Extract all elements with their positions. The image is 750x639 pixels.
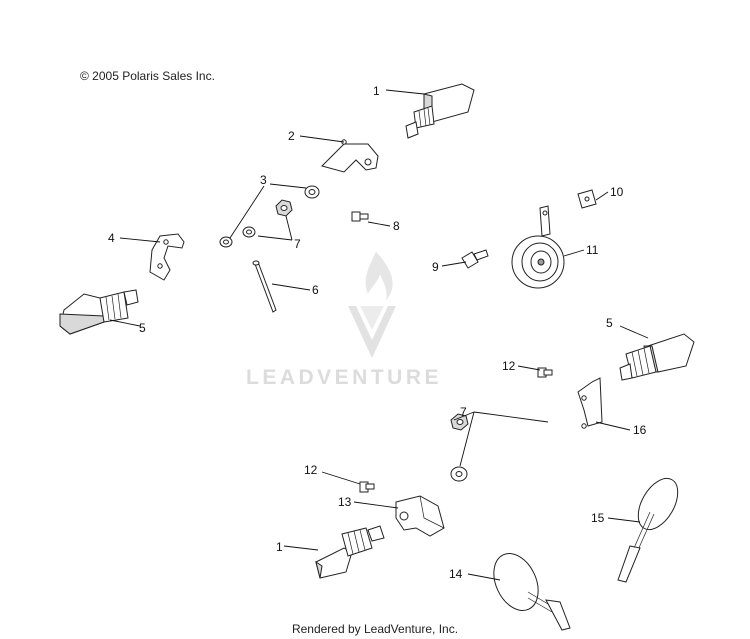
- callout-1-bottom: 1: [276, 540, 283, 554]
- bracket-2: [321, 139, 379, 173]
- turn-signal-lamp-bottom: [315, 525, 385, 579]
- turn-signal-lamp-left: [59, 289, 139, 335]
- callout-labels: 1 2 3 4 5 6 7 8 9 10 11 5 12 7 16 12 13 …: [108, 84, 647, 581]
- washer-3: [219, 185, 320, 248]
- nut-7-upper: [242, 199, 293, 238]
- callout-6: 6: [312, 283, 319, 297]
- callout-3: 3: [260, 173, 267, 187]
- footer-credit: Rendered by LeadVenture, Inc.: [291, 622, 459, 636]
- screw-12-lower: [359, 481, 375, 493]
- turn-signal-lamp-right: [619, 333, 695, 381]
- callout-13: 13: [338, 495, 352, 509]
- callout-4: 4: [108, 231, 115, 245]
- callout-8: 8: [393, 219, 400, 233]
- bolt-6: [252, 260, 277, 313]
- bracket-4: [149, 233, 185, 281]
- callout-7-upper: 7: [294, 237, 301, 251]
- callout-15: 15: [591, 511, 605, 525]
- callout-12-lower: 12: [304, 463, 318, 477]
- bolt-9: [461, 249, 489, 269]
- callout-9: 9: [432, 260, 439, 274]
- turn-signal-lamp-top: [405, 83, 475, 139]
- callout-5-left: 5: [139, 321, 146, 335]
- callout-12-upper: 12: [502, 359, 516, 373]
- bracket-13: [395, 495, 445, 537]
- callout-2: 2: [288, 129, 295, 143]
- screw-12-upper: [537, 367, 553, 378]
- nut-7-lower: [450, 413, 469, 482]
- callout-5-right: 5: [606, 316, 613, 330]
- callout-16: 16: [633, 423, 647, 437]
- bracket-16: [577, 377, 603, 429]
- copyright-notice: © 2005 Polaris Sales Inc.: [80, 69, 215, 83]
- screw-8: [351, 211, 369, 222]
- callout-11: 11: [586, 243, 599, 257]
- clip-nut-10: [577, 189, 597, 209]
- callout-7-lower: 7: [460, 405, 467, 419]
- leader-lines: [109, 89, 649, 581]
- callout-14: 14: [449, 567, 463, 581]
- horn-11: [511, 205, 565, 289]
- callout-10: 10: [610, 185, 624, 199]
- watermark-text: LEADVENTURE: [246, 366, 443, 389]
- callout-1-top: 1: [373, 84, 380, 98]
- mirror-14: [493, 553, 571, 631]
- mirror-15: [617, 477, 679, 583]
